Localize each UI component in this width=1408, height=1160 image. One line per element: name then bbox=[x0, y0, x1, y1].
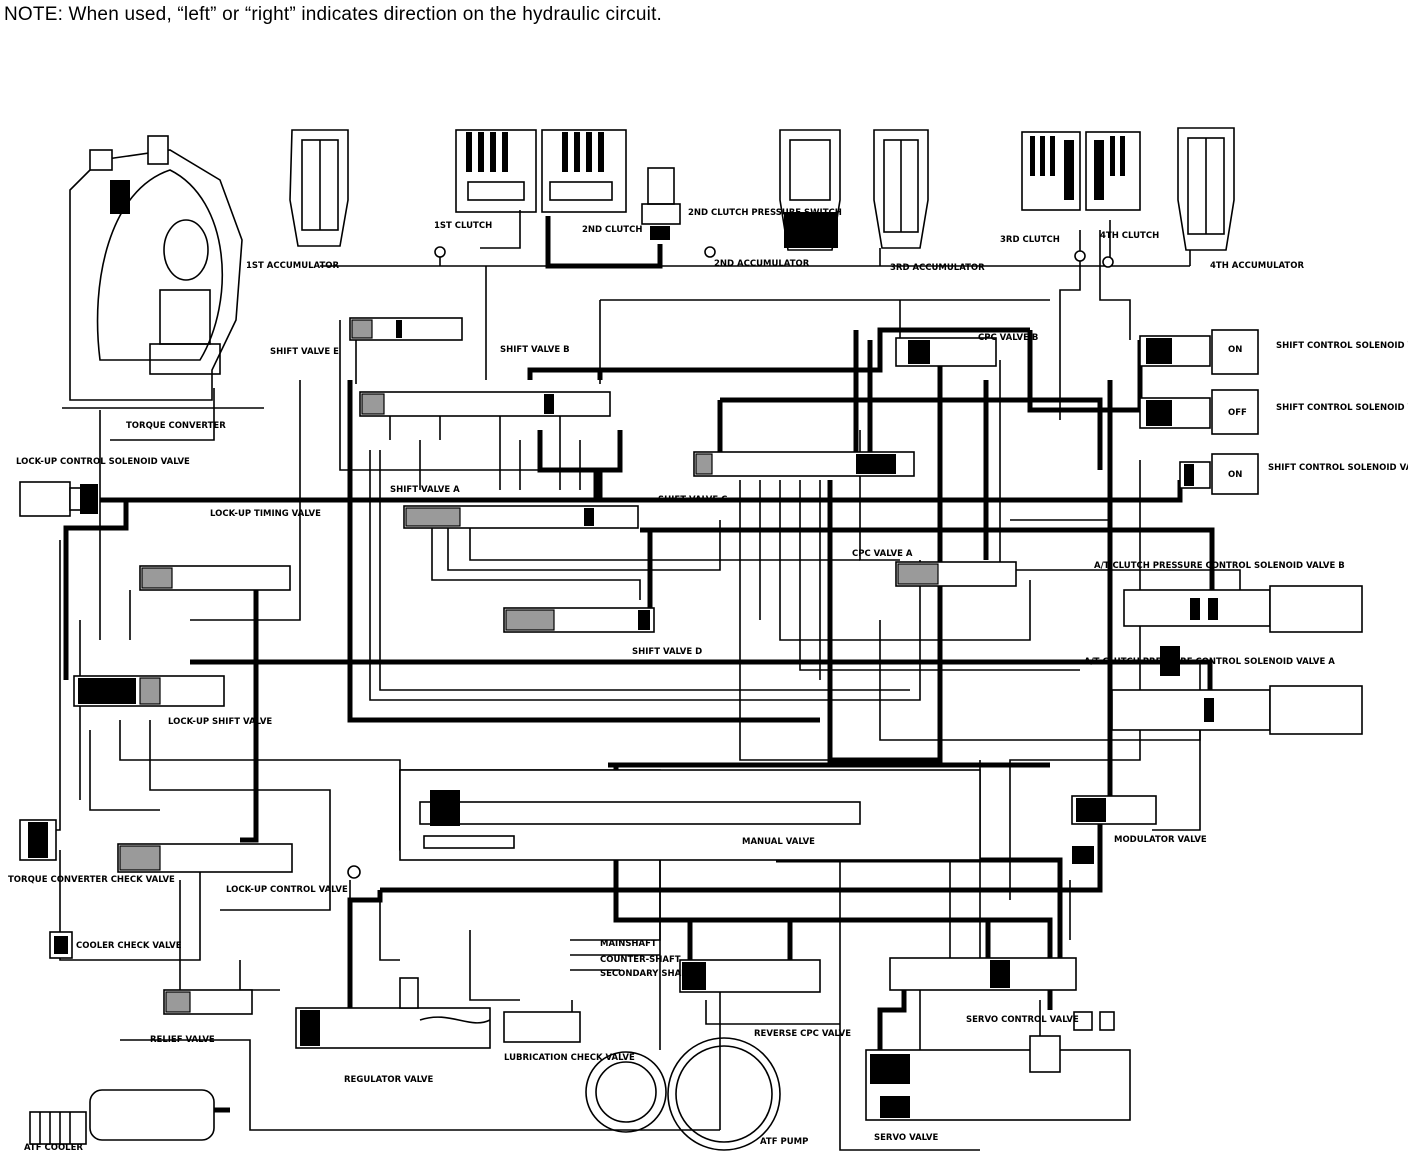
shift-valve-c bbox=[693, 451, 915, 477]
diagram-note: NOTE: When used, “left” or “right” indic… bbox=[4, 4, 663, 25]
lock-up-control-valve bbox=[117, 843, 293, 873]
label-3rd-accumulator: 3RD ACCUMULATOR bbox=[890, 263, 985, 273]
shift-control-solenoid-b bbox=[1139, 329, 1259, 375]
torque-converter-check-valve bbox=[19, 819, 57, 861]
label-at-clutch-solenoid-a: A/T CLUTCH PRESSURE CONTROL SOLENOID VAL… bbox=[1084, 657, 1335, 667]
label-shift-control-solenoid-a: SHIFT CONTROL SOLENOID VALVE A bbox=[1268, 463, 1408, 473]
label-relief-valve: RELIEF VALVE bbox=[150, 1035, 215, 1045]
lock-up-shift-valve bbox=[73, 675, 225, 707]
clutch-4th bbox=[1085, 131, 1141, 211]
label-cpc-valve-a: CPC VALVE A bbox=[852, 549, 913, 559]
accumulator-1st bbox=[289, 129, 349, 247]
torque-converter bbox=[62, 135, 264, 409]
at-clutch-solenoid-a bbox=[1111, 646, 1363, 735]
shift-valve-b bbox=[359, 391, 611, 440]
label-secondary-shaft: SECONDARY SHAFT bbox=[600, 969, 693, 979]
cpc-valve-b bbox=[895, 337, 997, 367]
label-torque-converter-check-valve: TORQUE CONVERTER CHECK VALVE bbox=[8, 875, 175, 885]
label-regulator-valve: REGULATOR VALVE bbox=[344, 1075, 433, 1085]
shift-valve-e bbox=[349, 317, 463, 341]
lock-up-timing-valve bbox=[139, 565, 291, 591]
label-shift-valve-a: SHIFT VALVE A bbox=[390, 485, 460, 495]
label-countershaft: COUNTER-SHAFT bbox=[600, 955, 681, 965]
label-4th-accumulator: 4TH ACCUMULATOR bbox=[1210, 261, 1304, 271]
shift-valve-a bbox=[403, 505, 639, 529]
pressure-gauges bbox=[347, 246, 1114, 879]
label-shift-valve-b: SHIFT VALVE B bbox=[500, 345, 570, 355]
relief-valve bbox=[163, 989, 253, 1015]
manual-valve bbox=[399, 769, 981, 861]
shift-control-solenoid-c bbox=[1139, 389, 1259, 435]
lock-up-control-solenoid bbox=[19, 481, 98, 517]
label-cooler-check-valve: COOLER CHECK VALVE bbox=[76, 941, 182, 951]
label-atf-cooler: ATF COOLER bbox=[24, 1143, 83, 1153]
label-reverse-cpc-valve: REVERSE CPC VALVE bbox=[754, 1029, 851, 1039]
servo-valve bbox=[865, 1011, 1131, 1121]
label-lock-up-shift-valve: LOCK-UP SHIFT VALVE bbox=[168, 717, 272, 727]
modulator-valve bbox=[1071, 795, 1157, 864]
label-lubrication-check-valve: LUBRICATION CHECK VALVE bbox=[504, 1053, 635, 1063]
label-on-a: ON bbox=[1228, 470, 1242, 480]
label-off-c: OFF bbox=[1228, 408, 1247, 418]
label-2nd-accumulator: 2ND ACCUMULATOR bbox=[714, 259, 810, 269]
label-servo-valve: SERVO VALVE bbox=[874, 1133, 938, 1143]
accumulator-3rd bbox=[873, 129, 929, 249]
label-at-clutch-solenoid-b: A/T CLUTCH PRESSURE CONTROL SOLENOID VAL… bbox=[1094, 561, 1345, 571]
shift-control-solenoid-a bbox=[1179, 453, 1259, 495]
label-lock-up-control-valve: LOCK-UP CONTROL VALVE bbox=[226, 885, 348, 895]
accumulator-2nd bbox=[779, 129, 841, 251]
label-shift-control-solenoid-c: SHIFT CONTROL SOLENOID VALVE C bbox=[1276, 403, 1408, 413]
label-cpc-valve-b: CPC VALVE B bbox=[978, 333, 1038, 343]
servo-control-valve bbox=[889, 957, 1077, 991]
label-shift-control-solenoid-b: SHIFT CONTROL SOLENOID VALVE B bbox=[1276, 341, 1408, 351]
label-manual-valve: MANUAL VALVE bbox=[742, 837, 815, 847]
reverse-cpc-valve bbox=[679, 959, 821, 993]
label-on-b: ON bbox=[1228, 345, 1242, 355]
accumulator-4th bbox=[1177, 127, 1235, 251]
label-2nd-clutch: 2ND CLUTCH bbox=[582, 225, 642, 235]
label-shift-valve-c: SHIFT VALVE C bbox=[658, 495, 727, 505]
label-1st-clutch: 1ST CLUTCH bbox=[434, 221, 492, 231]
label-lock-up-control-solenoid: LOCK-UP CONTROL SOLENOID VALVE bbox=[16, 457, 190, 467]
label-torque-converter: TORQUE CONVERTER bbox=[126, 421, 226, 431]
lubrication-check-valve bbox=[503, 1011, 581, 1043]
label-mainshaft: MAINSHAFT bbox=[600, 939, 657, 949]
label-2nd-clutch-pressure-switch: 2ND CLUTCH PRESSURE SWITCH bbox=[688, 208, 842, 218]
clutch-3rd bbox=[1021, 131, 1081, 211]
atf-pump bbox=[585, 1037, 781, 1151]
label-4th-clutch: 4TH CLUTCH bbox=[1100, 231, 1159, 241]
shift-valve-d bbox=[503, 607, 655, 633]
cpc-valve-a bbox=[895, 561, 1017, 587]
label-shift-valve-e: SHIFT VALVE E bbox=[270, 347, 339, 357]
regulator-valve bbox=[295, 977, 491, 1049]
label-lock-up-timing-valve: LOCK-UP TIMING VALVE bbox=[210, 509, 321, 519]
cooler-check-valve bbox=[49, 931, 73, 959]
label-1st-accumulator: 1ST ACCUMULATOR bbox=[246, 261, 339, 271]
pressure-switch-2nd bbox=[641, 167, 681, 240]
at-clutch-solenoid-b bbox=[1123, 585, 1363, 633]
component-labels: 1ST ACCUMULATOR 1ST CLUTCH 2ND CLUTCH 2N… bbox=[8, 208, 1408, 1153]
label-modulator-valve: MODULATOR VALVE bbox=[1114, 835, 1207, 845]
label-shift-valve-d: SHIFT VALVE D bbox=[632, 647, 702, 657]
clutch-1st bbox=[455, 129, 537, 213]
label-servo-control-valve: SERVO CONTROL VALVE bbox=[966, 1015, 1079, 1025]
atf-cooler bbox=[29, 1089, 215, 1145]
label-atf-pump: ATF PUMP bbox=[760, 1137, 808, 1147]
label-3rd-clutch: 3RD CLUTCH bbox=[1000, 235, 1060, 245]
clutch-2nd bbox=[541, 129, 627, 213]
